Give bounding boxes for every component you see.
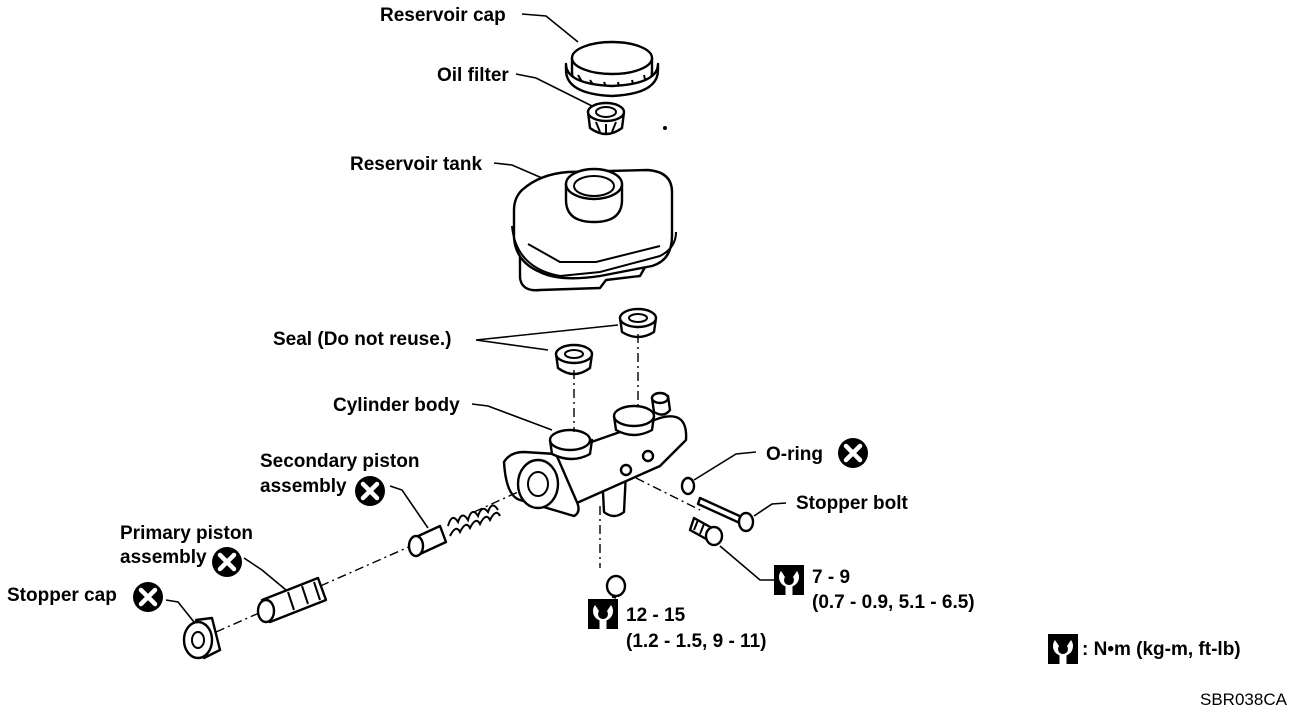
leader-torque-lower: [611, 596, 617, 599]
torque-upper-detail: (0.7 - 0.9, 5.1 - 6.5): [812, 592, 975, 613]
leader-reservoir-cap: [521, 13, 579, 43]
leader-stopper-cap: [165, 599, 195, 623]
seal-front: [554, 343, 594, 376]
label-reservoir-cap: Reservoir cap: [380, 5, 506, 26]
lower-nut: [605, 574, 627, 598]
label-stopper-bolt: Stopper bolt: [796, 493, 909, 514]
label-cylinder-body: Cylinder body: [333, 395, 460, 416]
leader-cylinder-body: [471, 403, 553, 431]
label-o-ring: O-ring: [766, 444, 823, 465]
label-primary-piston-line2: assembly: [120, 547, 207, 568]
leader-stopper-bolt: [753, 502, 787, 517]
x-circle-icon: [212, 547, 242, 577]
wrench-icon: [1048, 634, 1078, 664]
cylinder-body: [502, 391, 688, 518]
torque-upper-value: 7 - 9: [812, 567, 850, 588]
leader-secondary-piston: [389, 485, 429, 529]
secondary-piston: [407, 504, 501, 558]
stopper-cap: [182, 616, 222, 660]
label-stopper-cap: Stopper cap: [7, 585, 117, 606]
leader-primary-piston: [243, 557, 287, 591]
axis-line-stopper-bolt: [635, 477, 701, 511]
wrench-icon: [774, 565, 804, 595]
leader-seal: [475, 324, 619, 351]
primary-piston: [256, 576, 328, 624]
torque-lower-value: 12 - 15: [626, 605, 686, 626]
stopper-bolt: [696, 496, 755, 533]
label-seal: Seal (Do not reuse.): [273, 329, 451, 350]
seal-rear: [618, 307, 658, 339]
label-oil-filter: Oil filter: [437, 65, 509, 86]
figure-code: SBR038CA: [1200, 690, 1288, 709]
x-circle-icon: [355, 476, 385, 506]
label-reservoir-tank: Reservoir tank: [350, 154, 482, 175]
leader-reservoir-tank: [493, 162, 543, 179]
leader-o-ring: [693, 451, 757, 481]
label-secondary-piston-line1: Secondary piston: [260, 451, 419, 472]
label-primary-piston-line1: Primary piston: [120, 523, 253, 544]
pipe-bolt: [688, 516, 724, 547]
filter-dot: [663, 126, 667, 130]
reservoir-tank: [511, 167, 677, 292]
torque-lower-detail: (1.2 - 1.5, 9 - 11): [626, 631, 766, 652]
leader-oil-filter: [515, 73, 593, 107]
x-circle-icon: [133, 582, 163, 612]
reservoir-cap: [564, 40, 660, 98]
oil-filter: [586, 101, 626, 136]
label-secondary-piston-line2: assembly: [260, 476, 347, 497]
leader-torque-upper: [719, 545, 774, 581]
wrench-icon: [588, 599, 618, 629]
x-circle-icon: [838, 438, 868, 468]
legend-units: : N•m (kg-m, ft-lb): [1082, 639, 1241, 660]
o-ring: [680, 476, 696, 496]
